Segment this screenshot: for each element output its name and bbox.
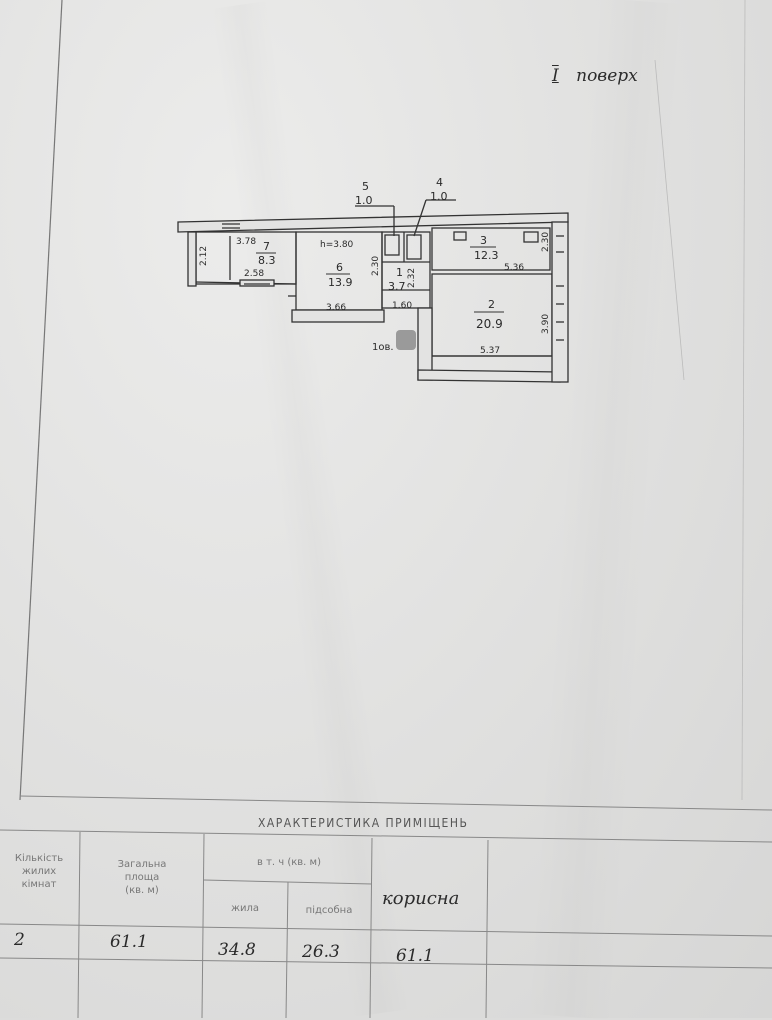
dim-label: 2.30 bbox=[541, 232, 551, 252]
header-total-area: Загальна площа (кв. м) bbox=[117, 859, 167, 896]
entrance-mark bbox=[396, 330, 416, 350]
dim-label: 3.90 bbox=[541, 314, 551, 334]
value-rooms: 2 bbox=[14, 930, 25, 950]
header-living: жила bbox=[230, 903, 260, 914]
dim-label: 2.30 bbox=[371, 256, 381, 276]
room-6-number: 6 bbox=[336, 261, 343, 274]
dim-label: 5.37 bbox=[480, 346, 500, 356]
floor-label: I поверх bbox=[552, 66, 638, 86]
page-border-bottom bbox=[19, 795, 772, 811]
dimension-labels: 3.78 2.12 2.58 h=3.80 3.66 1.60 2.30 2.3… bbox=[199, 232, 551, 356]
page-border-right bbox=[741, 0, 746, 801]
table-title: ХАРАКТЕРИСТИКА ПРИМІЩЕНЬ bbox=[258, 816, 469, 830]
frame-line bbox=[654, 59, 685, 381]
floor-word: поверх bbox=[576, 66, 638, 86]
room-1-area: 3.7 bbox=[388, 280, 406, 293]
header-rooms: Кількість жилих кімнат bbox=[14, 853, 64, 890]
room-4-area: 1.0 bbox=[430, 190, 448, 203]
room-1-number: 1 bbox=[396, 266, 403, 279]
dim-label: 3.78 bbox=[236, 237, 256, 247]
value-useful: 61.1 bbox=[396, 946, 434, 966]
entrance-label: 1ов. bbox=[372, 342, 394, 353]
room-2-area: 20.9 bbox=[476, 317, 503, 331]
header-auxiliary: підсобна bbox=[305, 905, 353, 916]
room-5-area: 1.0 bbox=[355, 194, 373, 207]
header-useful: корисна bbox=[382, 888, 460, 909]
room-5-number: 5 bbox=[362, 180, 369, 193]
dim-label: 1.60 bbox=[392, 301, 412, 311]
room-3-area: 12.3 bbox=[474, 249, 499, 262]
value-total-area: 61.1 bbox=[110, 932, 148, 952]
table-grid bbox=[0, 829, 772, 1018]
plan-walls bbox=[177, 199, 569, 383]
dim-label: h=3.80 bbox=[320, 240, 354, 250]
room-3-number: 3 bbox=[480, 234, 487, 247]
dim-label: 3.66 bbox=[326, 303, 346, 313]
room-7-number: 7 bbox=[263, 240, 270, 253]
page-border-left bbox=[19, 0, 63, 801]
dim-label: 2.58 bbox=[244, 269, 264, 279]
value-living: 34.8 bbox=[218, 940, 256, 960]
dim-label: 2.32 bbox=[407, 268, 417, 288]
room-2-number: 2 bbox=[488, 298, 495, 311]
room-4-number: 4 bbox=[436, 176, 443, 189]
header-including: в т. ч (кв. м) bbox=[257, 857, 321, 868]
dim-label: 5.36 bbox=[504, 263, 524, 273]
room-labels: 7 8.3 6 13.9 1 3.7 3 12.3 2 20.9 5 1.0 4… bbox=[256, 176, 504, 331]
floor-number: I bbox=[552, 66, 559, 86]
room-6-area: 13.9 bbox=[328, 276, 353, 289]
value-auxiliary: 26.3 bbox=[302, 942, 340, 962]
dim-label: 2.12 bbox=[199, 246, 209, 266]
room-7-area: 8.3 bbox=[258, 254, 276, 267]
